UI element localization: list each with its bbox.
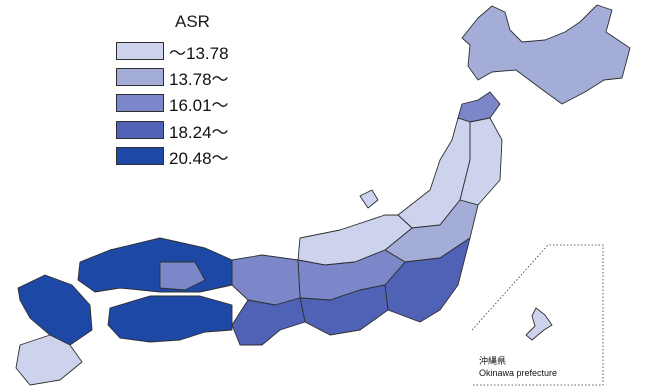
region-chugoku-inner — [159, 261, 206, 291]
region-kyushu-north — [17, 274, 93, 346]
legend-item: 16.01～ — [116, 93, 229, 115]
region-aomori — [457, 91, 501, 123]
legend-swatch — [116, 147, 164, 165]
region-tokai — [299, 284, 389, 336]
region-shikoku — [107, 295, 233, 343]
legend-item: 13.78～ — [116, 67, 229, 89]
region-tohoku-east — [459, 117, 503, 206]
legend-label: 18.24～ — [169, 122, 229, 142]
legend-item: 18.24～ — [116, 120, 229, 142]
region-kyushu-south — [15, 334, 83, 386]
okinawa-inset-frame — [471, 244, 604, 386]
legend-swatch — [116, 42, 164, 60]
legend-swatch — [116, 94, 164, 112]
region-sado-island — [359, 189, 379, 209]
legend-title: ASR — [175, 12, 210, 31]
legend-label: 16.01～ — [169, 95, 229, 115]
legend-item: 20.48～ — [116, 146, 229, 168]
legend-label: 20.48～ — [169, 148, 229, 168]
legend-swatch — [116, 68, 164, 86]
legend-swatch — [116, 121, 164, 139]
legend-label: ～13.78 — [169, 43, 229, 63]
region-kinki-south — [231, 297, 306, 346]
region-okinawa — [525, 307, 553, 341]
okinawa-label-jp: 沖縄県 — [479, 357, 507, 367]
legend-item: ～13.78 — [116, 41, 229, 63]
legend-label: 13.78～ — [169, 69, 229, 89]
okinawa-label-en: Okinawa prefecture — [479, 368, 558, 378]
region-chugoku — [77, 237, 233, 293]
region-hokkaido — [461, 4, 631, 105]
region-kinki — [231, 254, 301, 306]
